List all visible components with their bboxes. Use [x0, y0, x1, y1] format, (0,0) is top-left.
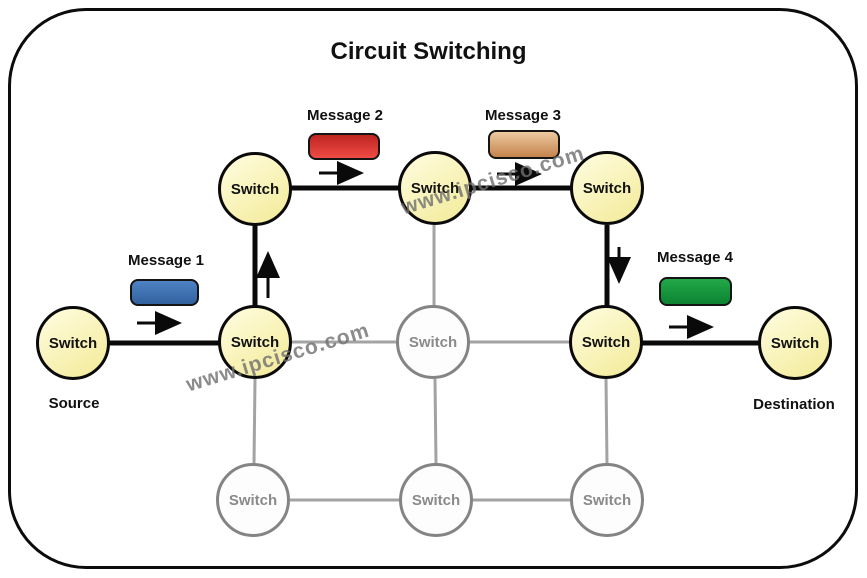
switch-label: Switch: [230, 333, 280, 351]
direction-arrows: [137, 161, 714, 339]
inactive-links: [252, 225, 609, 502]
message-3-label: Message 3: [485, 107, 561, 124]
switch-node-top-right: Switch: [570, 151, 644, 225]
diagram-border-frame: [8, 8, 858, 569]
switch-node-source: Switch: [36, 306, 110, 380]
message-1-box: [130, 279, 199, 306]
source-label: Source: [48, 395, 100, 412]
switch-label: Switch: [770, 334, 820, 352]
switch-node-bottom-left: Switch: [216, 463, 290, 537]
switch-label: Switch: [228, 491, 278, 509]
message-1-label: Message 1: [128, 252, 204, 269]
message-2-box: [308, 133, 380, 160]
switch-node-destination: Switch: [758, 306, 832, 380]
destination-label: Destination: [753, 396, 835, 413]
active-circuit-path: [109, 185, 760, 346]
diagram-title: Circuit Switching: [330, 38, 527, 65]
switch-node-mid-left: Switch: [218, 305, 292, 379]
switch-label: Switch: [48, 334, 98, 352]
switch-label: Switch: [410, 179, 460, 197]
switch-label: Switch: [408, 333, 458, 351]
switch-node-bottom-right: Switch: [570, 463, 644, 537]
switch-label: Switch: [581, 333, 631, 351]
message-4-box: [659, 277, 732, 306]
switch-label: Switch: [582, 491, 632, 509]
switch-node-top-left: Switch: [218, 152, 292, 226]
message-4-label: Message 4: [657, 249, 733, 266]
switch-label: Switch: [230, 180, 280, 198]
switch-node-bottom-middle: Switch: [399, 463, 473, 537]
switch-node-mid-right: Switch: [569, 305, 643, 379]
switch-node-top-middle: Switch: [398, 151, 472, 225]
message-2-label: Message 2: [307, 107, 383, 124]
switch-label: Switch: [411, 491, 461, 509]
message-3-box: [488, 130, 560, 159]
switch-node-mid-center: Switch: [396, 305, 470, 379]
switch-label: Switch: [582, 179, 632, 197]
